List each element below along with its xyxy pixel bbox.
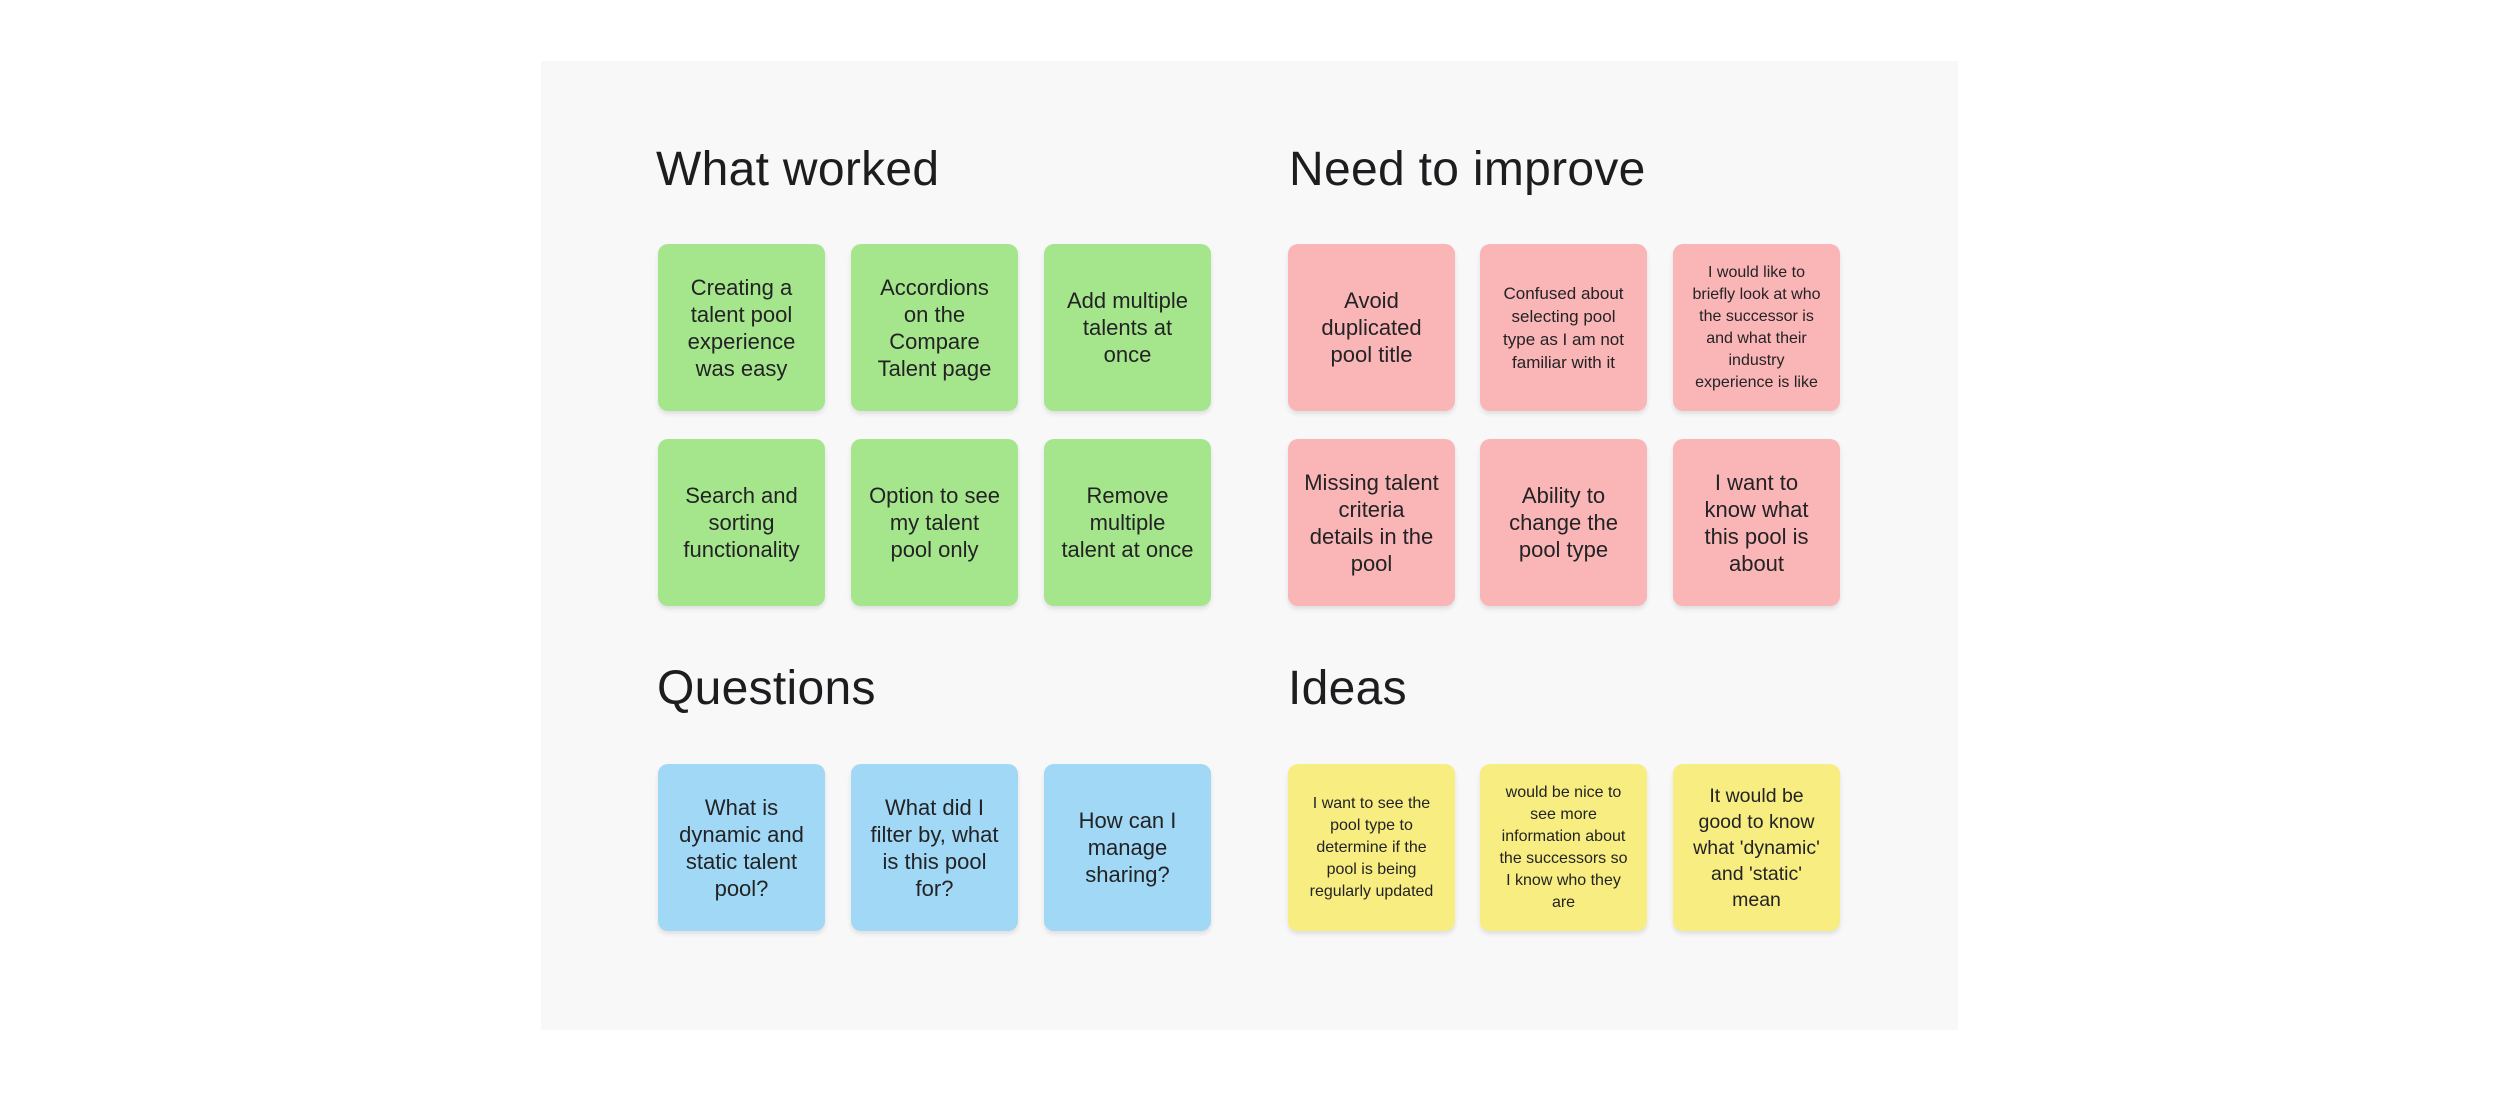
sticky-note[interactable]: I want to see the pool type to determine… bbox=[1288, 764, 1455, 931]
section-title-need-to-improve: Need to improve bbox=[1289, 143, 1646, 196]
sticky-note[interactable]: What is dynamic and static talent pool? bbox=[658, 764, 825, 931]
sticky-note[interactable]: Remove multiple talent at once bbox=[1044, 439, 1211, 606]
sticky-note[interactable]: What did I filter by, what is this pool … bbox=[851, 764, 1018, 931]
sticky-note[interactable]: I want to know what this pool is about bbox=[1673, 439, 1840, 606]
sticky-note[interactable]: Search and sorting functionality bbox=[658, 439, 825, 606]
sticky-note[interactable]: It would be good to know what 'dynamic' … bbox=[1673, 764, 1840, 931]
section-title-questions: Questions bbox=[657, 662, 876, 715]
section-title-what-worked: What worked bbox=[656, 143, 940, 196]
sticky-note[interactable]: Confused about selecting pool type as I … bbox=[1480, 244, 1647, 411]
sticky-note[interactable]: I would like to briefly look at who the … bbox=[1673, 244, 1840, 411]
sticky-note[interactable]: Option to see my talent pool only bbox=[851, 439, 1018, 606]
sticky-note[interactable]: Ability to change the pool type bbox=[1480, 439, 1647, 606]
sticky-note[interactable]: Avoid duplicated pool title bbox=[1288, 244, 1455, 411]
sticky-note[interactable]: Add multiple talents at once bbox=[1044, 244, 1211, 411]
sticky-note[interactable]: Accordions on the Compare Talent page bbox=[851, 244, 1018, 411]
section-title-ideas: Ideas bbox=[1288, 662, 1407, 715]
sticky-note[interactable]: Creating a talent pool experience was ea… bbox=[658, 244, 825, 411]
sticky-note[interactable]: Missing talent criteria details in the p… bbox=[1288, 439, 1455, 606]
sticky-note[interactable]: would be nice to see more information ab… bbox=[1480, 764, 1647, 931]
sticky-note[interactable]: How can I manage sharing? bbox=[1044, 764, 1211, 931]
